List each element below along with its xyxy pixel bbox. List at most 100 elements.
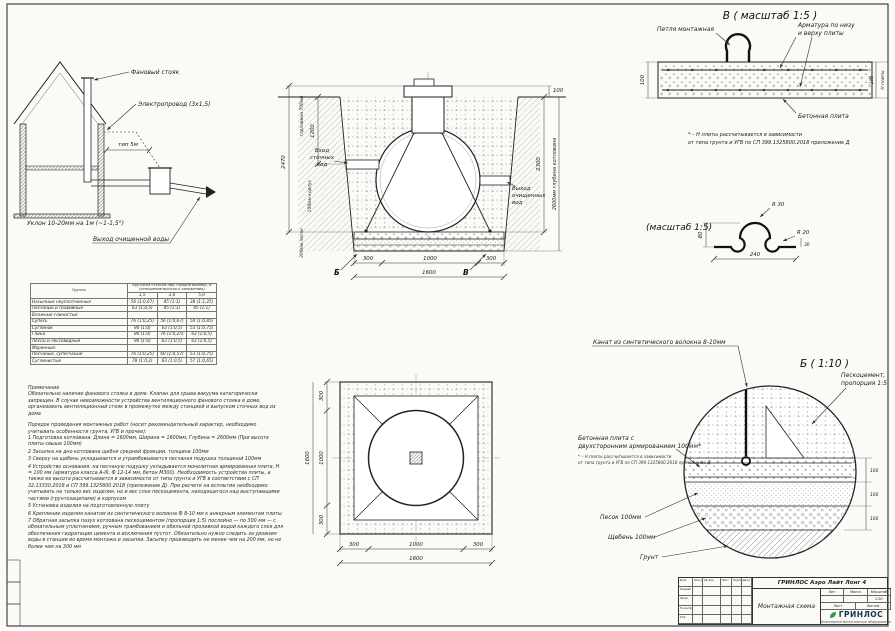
sheet-frame — [6, 3, 889, 627]
soil-name: Моренные: — [30, 344, 128, 352]
table-header: Крутизна откосов при глубине выемки, м (… — [127, 283, 217, 293]
scale-header-row: Лит. Масса Масштаб — [821, 589, 891, 596]
dim-tick — [336, 559, 344, 567]
b-sand-leader — [644, 492, 699, 518]
roof-outline — [13, 61, 107, 125]
scale-block: Лит. Масса Масштаб 1:20 Лист Листов — [821, 589, 891, 624]
detail-b-dim-100a: 100 — [870, 468, 879, 474]
col-koluch: Кол.уч — [692, 578, 704, 588]
anchor-rope-left — [365, 132, 415, 232]
callout-v: В — [463, 268, 469, 277]
procedure-item: 3 Сверху на щебень укладывается и утрамб… — [28, 457, 262, 463]
plan-dim-left-1000: 1000 — [319, 451, 325, 465]
soil-name: Суглинок — [30, 324, 128, 333]
product-name: ГРИНЛОС Аэро Лайт Лонг 4 — [753, 578, 891, 589]
dim-tick — [314, 93, 322, 101]
table-corner: Грунты — [30, 282, 128, 300]
dim-tick — [474, 259, 482, 267]
house-outlet-leader — [169, 196, 201, 244]
soil-value: 63 (1:0,5) — [156, 357, 188, 366]
stamp-right-block: ГРИНЛОС Аэро Лайт Лонг 4 Монтажная схема… — [753, 578, 891, 624]
dim-tick — [488, 559, 496, 567]
dim-tick — [323, 502, 331, 509]
sheet-label: Лист — [821, 603, 856, 609]
tank-neck — [411, 96, 445, 134]
plan-dim-1000: 1000 — [409, 542, 423, 548]
leaf-icon — [829, 611, 836, 618]
dim-tick — [540, 93, 548, 101]
rope-label: Канат из синтетического волокна 8-10мм — [593, 339, 726, 346]
lit-label: Лит. — [821, 589, 845, 595]
anchor-loop — [741, 456, 751, 466]
slab-label: Бетонная плита — [798, 113, 849, 120]
dim-r30: R 30 — [772, 202, 785, 208]
document-title: Монтажная схема — [753, 589, 821, 624]
stamp-sign-row: Н.контр. — [679, 605, 752, 615]
b-soil-leader — [661, 545, 729, 558]
depth-col-2: 3,0 — [156, 291, 188, 300]
plan-dim-300a: 300 — [349, 542, 360, 548]
company-logo: ГРИНЛОС Инженерное экологическое оборудо… — [821, 610, 891, 624]
soil-name: Лессы и лессовидные — [30, 337, 128, 346]
house-outlet-label: Выход очищенной воды — [93, 236, 169, 243]
pesc-leader — [811, 387, 847, 425]
mass-label: Масса — [844, 589, 868, 595]
soil-value: 45 (1:1) — [156, 298, 188, 306]
soils-slope-table: Грунты Крутизна откосов при глубине выем… — [30, 282, 217, 366]
outlet-leader — [506, 181, 516, 187]
detail-v: В ( масштаб 1:5 ) Петля монтажная Армату… — [640, 10, 888, 146]
dim-100: 100 — [553, 88, 564, 94]
body-label: 100мм корпус — [307, 179, 313, 212]
b-soil-label: Грунт — [640, 554, 659, 561]
callout-b: Б — [334, 268, 340, 277]
detail-v-dim-100-right: 100 — [869, 76, 875, 85]
inlet-label-1: Вход — [315, 148, 329, 154]
pit-wall-right — [503, 96, 519, 252]
tank-cap — [413, 78, 435, 87]
soil-value: 63 (1:0,5) — [156, 337, 188, 346]
pit-plan-view: 300 1000 300 1600 300 1000 300 1600 — [305, 374, 500, 567]
house-right-wall — [97, 123, 105, 217]
col-ndoc: № док. — [703, 578, 721, 588]
plan-dim-left-300b: 300 — [319, 514, 325, 525]
soil-value: 63 (1:0,5) — [186, 331, 217, 339]
dim-tick — [710, 255, 718, 263]
rebar-label-2: и верху плиты — [798, 30, 844, 37]
soil-layer — [684, 530, 856, 558]
sheet-row: Лист Листов — [821, 603, 891, 610]
scale-value: 1:20 — [868, 596, 891, 602]
soil-value: 63 (1:0,5) — [156, 324, 188, 333]
procedure-item: 1 Подготовка котлована: Длина = 1600мм, … — [28, 435, 269, 448]
b-gravel-leader — [654, 517, 707, 538]
detail-v-note-1: * – Н плиты рассчитывается в зависимости — [688, 132, 803, 138]
table-row: Моренные: — [30, 344, 217, 352]
dim-tick — [378, 259, 386, 267]
brand-row: ГРИНЛОС — [829, 610, 883, 619]
plan-dim-300b: 300 — [473, 542, 484, 548]
title-block: Изм. Кол.уч № док. Лист Подп. Дата Разра… — [678, 577, 891, 625]
soil-name: Глина — [30, 331, 128, 339]
vent-stack-leader — [93, 71, 130, 81]
neck-label: горловина 700мм — [299, 95, 305, 136]
soil-value: 57 (1:0,65) — [186, 357, 217, 366]
scale-value-row: 1:20 — [821, 596, 891, 603]
electric-cable-line — [104, 131, 161, 169]
scale-label: Масштаб — [868, 589, 891, 595]
soil-name: Насыпные неуплотненные — [30, 298, 128, 306]
outlet-pipe — [479, 175, 511, 186]
r20-leader — [782, 235, 796, 242]
vent-stack-label: Фановый стояк — [131, 69, 180, 76]
rebar-leader-bottom — [799, 36, 813, 88]
sand-layer — [353, 238, 505, 246]
dim-300b: 300 — [486, 256, 497, 262]
vent-stack-pipe — [83, 77, 92, 183]
inlet-pipe — [345, 159, 380, 170]
foundation-slab — [13, 213, 111, 219]
